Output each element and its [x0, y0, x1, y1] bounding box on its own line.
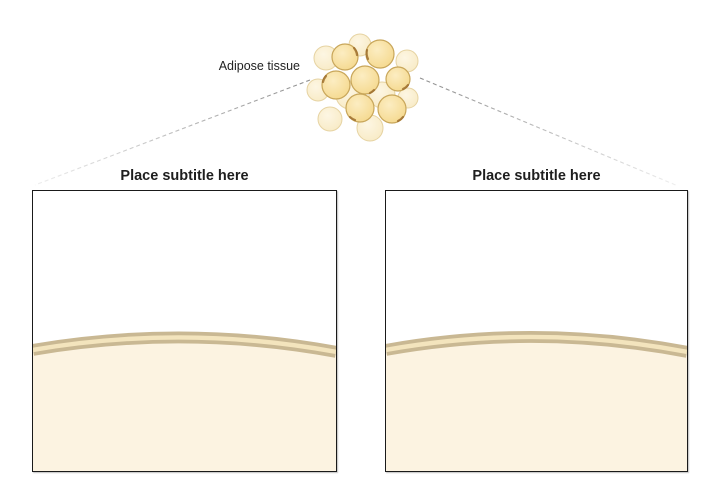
right-panel-subtitle: Place subtitle here — [472, 168, 601, 184]
cell-membrane-inner — [386, 334, 687, 355]
adipose-tissue-cluster-icon — [306, 33, 419, 142]
cell-cytoplasm — [33, 337, 336, 471]
cell-cytoplasm — [386, 336, 687, 471]
left-panel-subtitle: Place subtitle here — [120, 168, 249, 184]
adipose-tissue-label: Adipose tissue — [218, 59, 300, 73]
cell-membrane-illustration — [33, 331, 336, 471]
cell-membrane-inner — [33, 335, 336, 355]
right-panel — [385, 190, 688, 472]
cell-membrane-illustration — [386, 331, 687, 471]
adipocyte-nuclei — [321, 46, 410, 123]
left-panel — [32, 190, 337, 472]
foreground-adipocytes — [321, 39, 411, 124]
